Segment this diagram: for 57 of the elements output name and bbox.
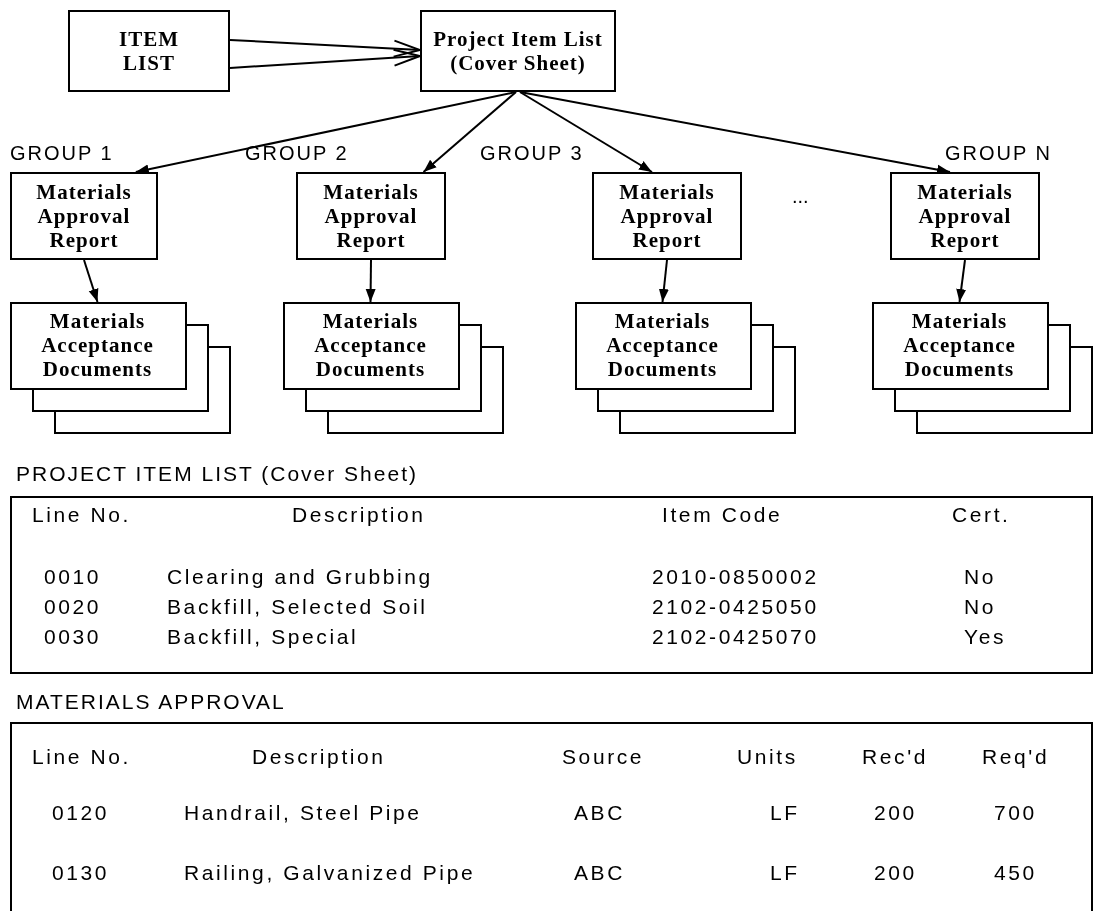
table-cell: 0010 [44, 566, 102, 587]
table-cell: 0130 [52, 862, 110, 883]
table-cell: 0120 [52, 802, 110, 823]
column-header: Line No. [32, 504, 132, 525]
column-header: Req'd [982, 746, 1050, 767]
column-header: Description [292, 504, 426, 525]
arrow [519, 91, 653, 173]
process-box: Materials Approval Report [592, 172, 742, 260]
table-cell: Backfill, Special [167, 626, 359, 647]
table-cell: 0030 [44, 626, 102, 647]
ellipsis-text: ... [792, 185, 809, 208]
group-label: GROUP N [945, 142, 1052, 165]
group-label: GROUP 2 [245, 142, 349, 165]
table-cell: LF [770, 862, 800, 883]
arrow [83, 259, 99, 303]
column-header: Cert. [952, 504, 1011, 525]
table-cell: 0020 [44, 596, 102, 617]
table-cell: ABC [574, 802, 625, 823]
arrow [134, 91, 517, 175]
table-cell-text: Railing, Galvanized Pipe [184, 862, 477, 883]
table-cell: 700 [994, 802, 1037, 823]
column-header: Units [737, 746, 798, 767]
arrow [422, 91, 517, 173]
arrow [365, 259, 376, 303]
column-header: Description [252, 746, 386, 767]
group-label: GROUP 3 [480, 142, 584, 165]
table-cell: 200 [874, 802, 917, 823]
arrow [229, 39, 421, 58]
arrow [229, 48, 421, 69]
table-cell: Clearing and Grubbing [167, 566, 433, 587]
table-cell: ABC [574, 862, 625, 883]
table-heading: MATERIALS APPROVAL [16, 690, 286, 714]
table-cell: 2102-0425070 [652, 626, 819, 647]
table-cell: 2102-0425050 [652, 596, 819, 617]
arrow [519, 91, 951, 175]
table-cell: LF [770, 802, 800, 823]
table-cell: 450 [994, 862, 1037, 883]
column-header: Source [562, 746, 645, 767]
arrow [658, 259, 669, 303]
column-header: Item Code [662, 504, 783, 525]
process-box: Materials Approval Report [296, 172, 446, 260]
column-header: Rec'd [862, 746, 929, 767]
table-cell: Backfill, Selected Soil [167, 596, 428, 617]
process-box: Project Item List (Cover Sheet) [420, 10, 616, 92]
process-box: Materials Approval Report [10, 172, 158, 260]
table-cell-text: Handrail, Steel Pipe [184, 802, 423, 823]
column-header: Line No. [32, 746, 132, 767]
table-cell: No [964, 596, 997, 617]
table-cell: 200 [874, 862, 917, 883]
table-cell: 2010-0850002 [652, 566, 819, 587]
table-cell: Yes [964, 626, 1007, 647]
arrow [956, 259, 967, 303]
table-cell: No [964, 566, 997, 587]
table-heading: PROJECT ITEM LIST (Cover Sheet) [16, 462, 418, 486]
process-box: ITEM LIST [68, 10, 230, 92]
group-label: GROUP 1 [10, 142, 114, 165]
process-box: Materials Approval Report [890, 172, 1040, 260]
